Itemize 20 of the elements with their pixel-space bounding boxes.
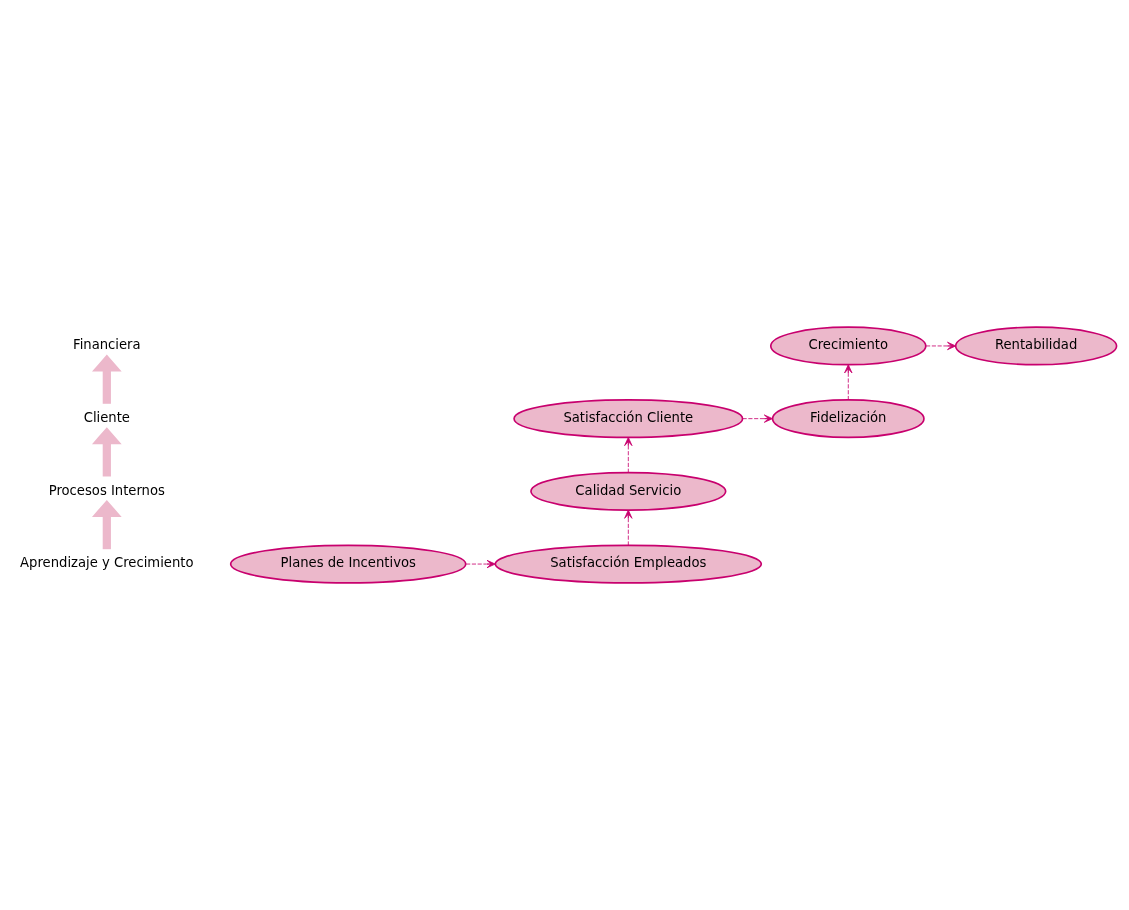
node-ellipse: Fidelización [771,399,925,439]
arrow [925,341,957,351]
arrow [742,414,773,423]
arrow [91,427,122,477]
arrow [624,509,633,546]
node-text: Aprendizaje y Crecimiento [20,555,194,571]
node-text: Procesos Internos [48,482,165,498]
arrow [91,354,122,404]
arrow [91,499,122,550]
node-text: Cliente [83,409,130,425]
arrow [465,559,496,569]
node-ellipse: Satisfacción Cliente [513,399,744,439]
node-ellipse: Rentabilidad [954,326,1118,366]
node-ellipse: Calidad Servicio [530,471,727,511]
node-text: Financiera [73,337,141,353]
arrow [624,436,633,473]
arrow [844,364,853,401]
node-ellipse: Crecimiento [769,326,927,366]
node-ellipse: Satisfacción Empleados [494,544,763,584]
node-ellipse: Planes de Incentivos [229,544,467,584]
